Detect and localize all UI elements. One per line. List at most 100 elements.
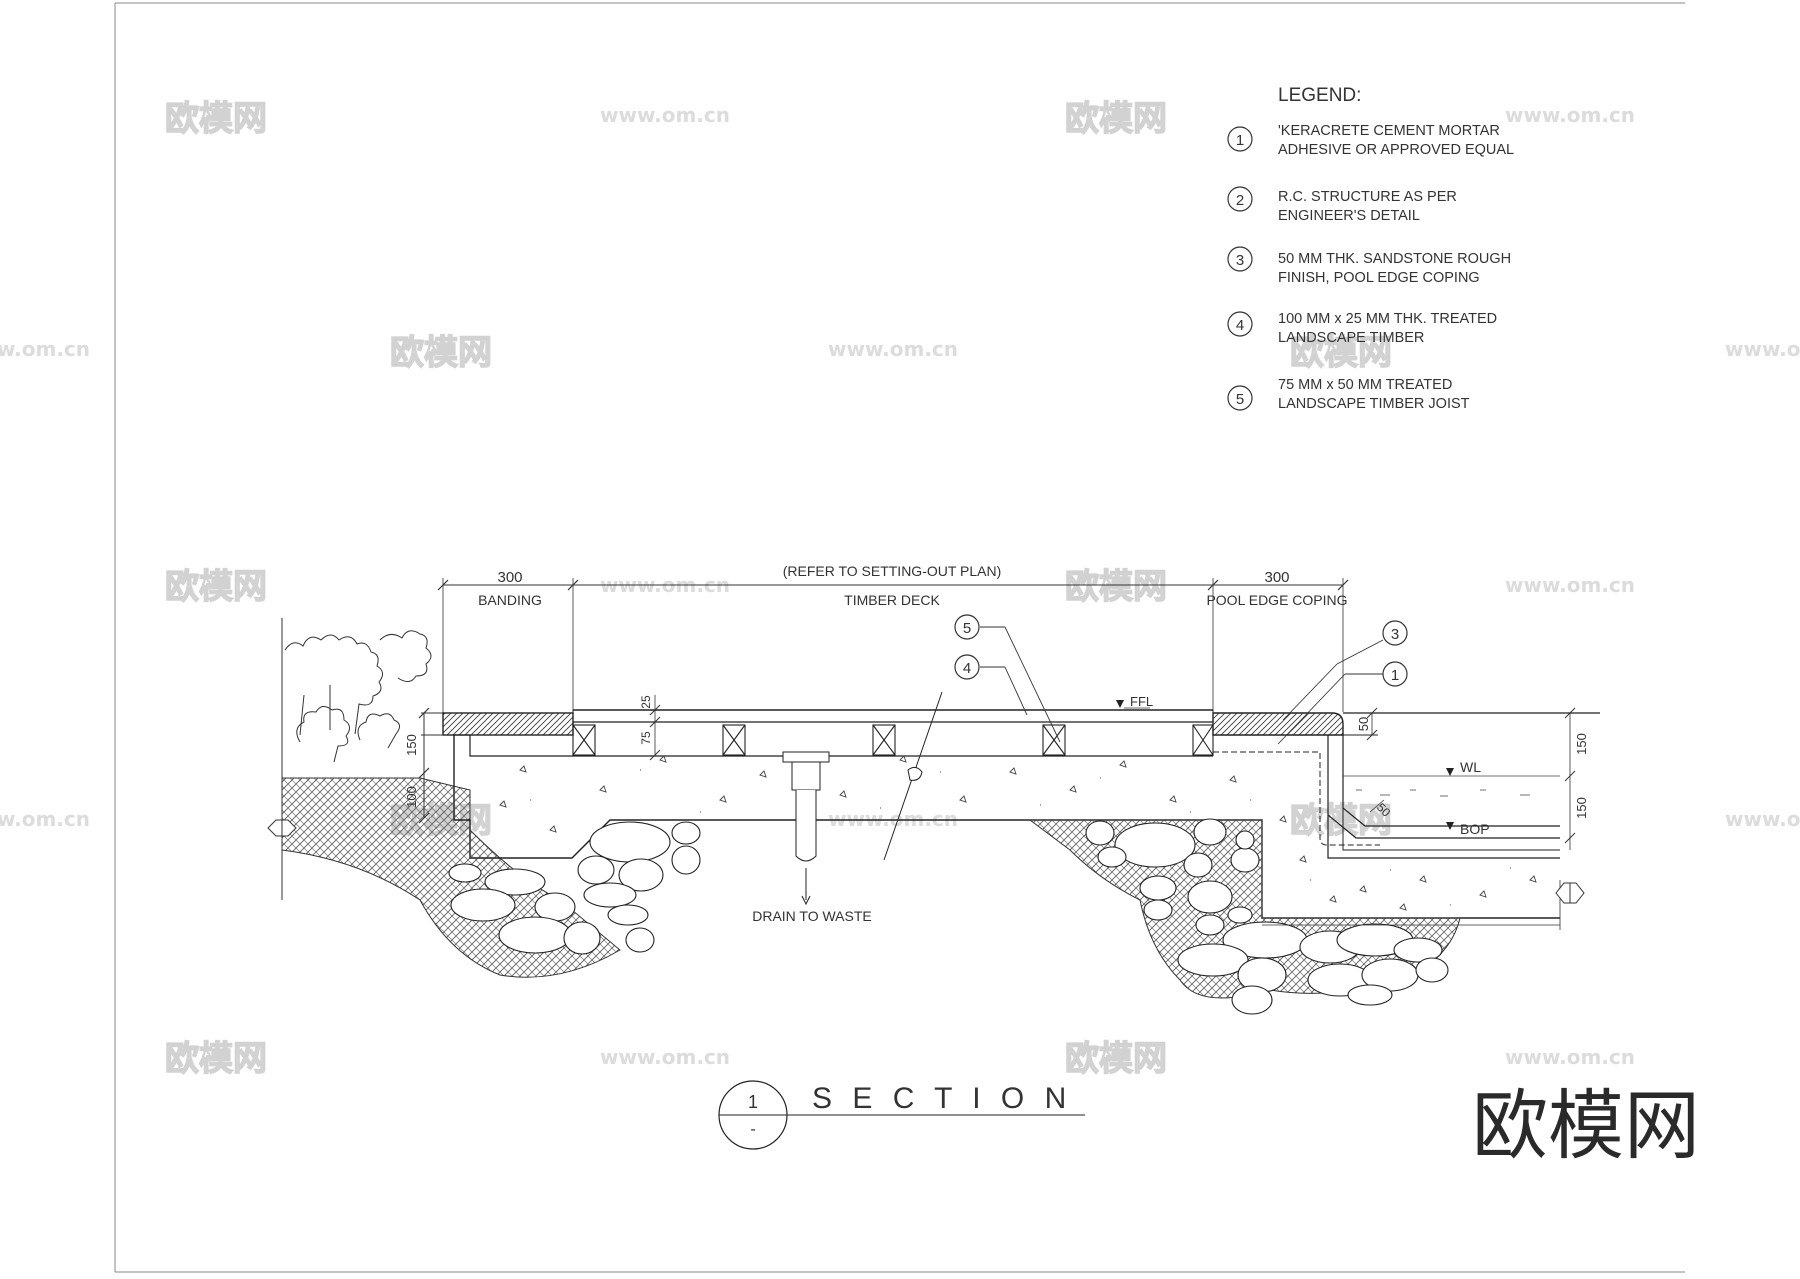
legend-item-5: 5 75 MM x 50 MM TREATED LANDSCAPE TIMBER… — [1227, 377, 1470, 412]
callout-circle — [954, 654, 980, 680]
legend-line: R.C. STRUCTURE AS PER — [1278, 189, 1457, 205]
dim-100-left: 100 — [404, 786, 419, 808]
legend-number: 5 — [1236, 391, 1244, 408]
dim-deck-note: (REFER TO SETTING-OUT PLAN) — [783, 563, 1002, 579]
legend-number-circle — [1227, 246, 1253, 272]
sheet-frame — [114, 2, 1685, 1273]
label-pool-edge-coping: POOL EDGE COPING — [1206, 592, 1347, 608]
callout-number: 5 — [963, 620, 971, 637]
legend-number: 1 — [1236, 132, 1244, 149]
joist — [572, 724, 596, 756]
legend-line: LANDSCAPE TIMBER — [1278, 330, 1424, 346]
legend-number-circle — [1227, 385, 1253, 411]
watermark-url: www.om.cn — [828, 807, 958, 831]
brand-logo: 欧模网 — [1472, 1081, 1700, 1170]
section-title: S E C T I O N — [812, 1082, 1072, 1115]
watermark-url: www.om.cn — [1725, 807, 1800, 831]
callout-circle — [954, 614, 980, 640]
legend-line: ENGINEER'S DETAIL — [1278, 208, 1420, 224]
watermark-url: www.om.cn — [828, 337, 958, 361]
legend-line: ADHESIVE OR APPROVED EQUAL — [1278, 142, 1514, 158]
watermark-brand: 欧模网 — [1065, 1039, 1167, 1079]
bolt-icon — [267, 819, 297, 837]
bolt-icon — [1555, 882, 1585, 904]
watermark-brand: 欧模网 — [165, 1039, 267, 1079]
legend-item-1: 1 'KERACRETE CEMENT MORTAR ADHESIVE OR A… — [1227, 123, 1514, 158]
watermark-brand: 欧模网 — [1290, 333, 1392, 373]
dim-coping-width: 300 — [1264, 569, 1289, 586]
dim-25: 25 — [639, 695, 653, 709]
watermark-brand: 欧模网 — [1065, 99, 1167, 139]
dim-banding-width: 300 — [497, 569, 522, 586]
joist — [722, 724, 746, 756]
callout-3: 3 — [1282, 620, 1408, 721]
label-wl: WL — [1460, 759, 1481, 775]
legend-number-circle — [1227, 126, 1253, 152]
timber-joists — [572, 724, 1214, 756]
break-line — [883, 691, 943, 861]
concrete-speckle — [499, 755, 1537, 911]
legend-number: 3 — [1236, 252, 1244, 269]
shrub-icon — [284, 634, 383, 736]
wl-marker — [1446, 768, 1454, 776]
dim-150-top: 150 — [1574, 733, 1589, 755]
dim-150-bottom: 150 — [1574, 797, 1589, 819]
callout-number: 4 — [963, 660, 971, 677]
section-detail: 300 (REFER TO SETTING-OUT PLAN) 300 BAND… — [267, 563, 1600, 1015]
drain-pipe: DRAIN TO WASTE — [752, 751, 872, 924]
ffl-marker — [1116, 700, 1124, 708]
legend-line: FINISH, POOL EDGE COPING — [1278, 270, 1480, 286]
water-markers: WL BOP 50 — [1343, 759, 1560, 837]
watermark-layer: 欧模网 www.om.cn 欧模网 www.om.cn 欧模网 www.om.c… — [0, 98, 1800, 1079]
legend-line: 'KERACRETE CEMENT MORTAR — [1278, 123, 1500, 139]
callout-4: 4 — [954, 654, 1028, 716]
joist — [1192, 724, 1214, 756]
top-dimension-chain: 300 (REFER TO SETTING-OUT PLAN) 300 BAND… — [437, 563, 1349, 720]
title-number: 1 — [748, 1092, 758, 1112]
legend-number-circle — [1227, 186, 1253, 212]
gravel-left — [448, 821, 701, 955]
watermark-url: www.om.cn — [1505, 103, 1635, 127]
watermark-brand: 欧模网 — [1065, 567, 1167, 607]
watermark-url: www.om.cn — [1725, 337, 1800, 361]
watermark-url: www.om.cn — [0, 807, 90, 831]
joist — [1042, 724, 1066, 756]
legend-line: LANDSCAPE TIMBER JOIST — [1278, 396, 1470, 412]
gravel-right — [1085, 818, 1449, 1015]
right-dimensions: 50 150 150 — [1262, 707, 1589, 930]
legend-number: 4 — [1236, 317, 1244, 334]
legend-line: 75 MM x 50 MM TREATED — [1278, 377, 1452, 393]
callout-number: 3 — [1391, 626, 1399, 643]
callout-5: 5 — [954, 614, 1061, 743]
label-banding: BANDING — [478, 592, 542, 608]
watermark-url: www.om.cn — [1505, 1045, 1635, 1069]
watermark-url: www.om.cn — [600, 103, 730, 127]
label-timber-deck: TIMBER DECK — [844, 592, 940, 608]
legend-title: LEGEND: — [1278, 85, 1361, 106]
watermark-url: www.om.cn — [1505, 573, 1635, 597]
watermark-url: www.om.cn — [600, 1045, 730, 1069]
legend-number-circle — [1227, 311, 1253, 337]
dim-75: 75 — [639, 731, 653, 745]
bop-marker — [1446, 822, 1454, 830]
title-sheet: - — [750, 1121, 755, 1138]
legend: LEGEND: 1 'KERACRETE CEMENT MORTAR ADHES… — [1227, 85, 1514, 412]
watermark-brand: 欧模网 — [165, 99, 267, 139]
legend-line: 100 MM x 25 MM THK. TREATED — [1278, 311, 1497, 327]
dim-50: 50 — [1356, 717, 1371, 731]
legend-item-2: 2 R.C. STRUCTURE AS PER ENGINEER'S DETAI… — [1227, 186, 1457, 224]
section-title-block: 1 - S E C T I O N — [718, 1080, 1085, 1150]
dim-150-left: 150 — [404, 734, 419, 756]
joist — [872, 724, 896, 756]
deck-dimensions: 25 75 FFL — [639, 694, 1153, 761]
label-ffl: FFL — [1130, 694, 1153, 709]
legend-number: 2 — [1236, 192, 1244, 209]
legend-item-3: 3 50 MM THK. SANDSTONE ROUGH FINISH, POO… — [1227, 246, 1511, 286]
callout-1: 1 — [1277, 661, 1408, 745]
legend-item-4: 4 100 MM x 25 MM THK. TREATED LANDSCAPE … — [1227, 311, 1497, 346]
label-bop: BOP — [1460, 821, 1490, 837]
watermark-url: www.om.cn — [0, 337, 90, 361]
watermark-brand: 欧模网 — [390, 333, 492, 373]
